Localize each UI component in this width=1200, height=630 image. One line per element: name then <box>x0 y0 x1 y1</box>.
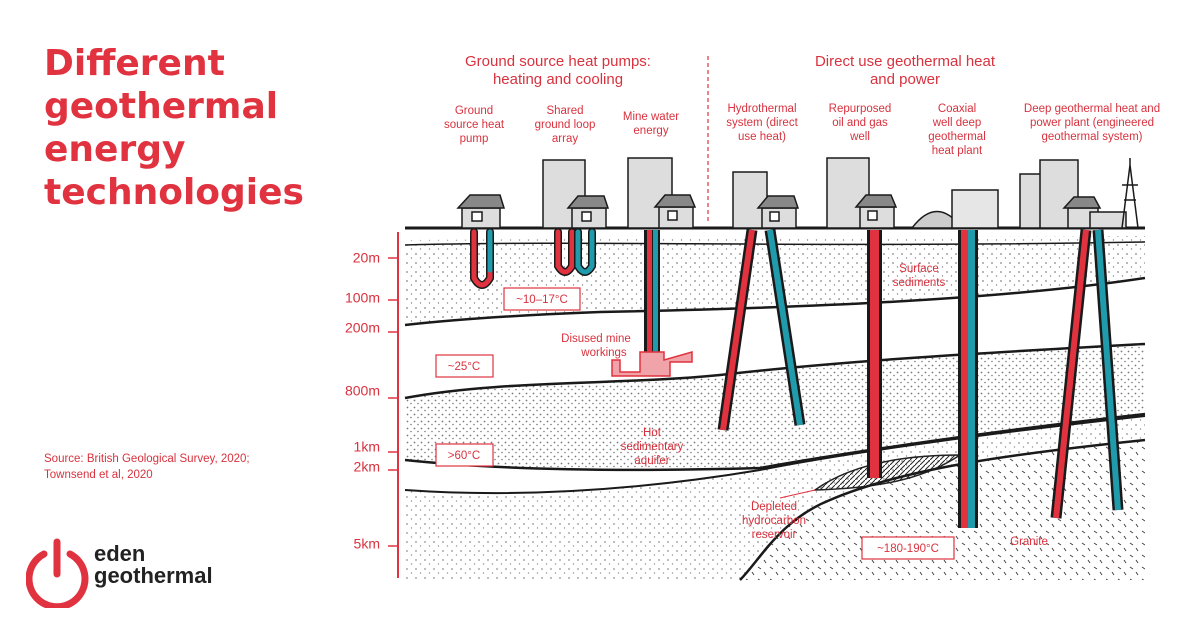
tech-label: Repurposed <box>829 103 892 115</box>
annotation-label: aquifer <box>634 455 669 467</box>
oil-gas-well <box>867 230 882 478</box>
title-line: energy <box>44 129 186 170</box>
tech-label: pump <box>460 133 489 145</box>
title-line: Different <box>44 43 225 84</box>
annotation-label: Depleted <box>751 501 797 513</box>
depth-label: 1km <box>354 439 380 455</box>
depth-label: 200m <box>345 320 380 336</box>
tech-label: geothermal <box>928 131 986 143</box>
house-icon <box>456 194 506 229</box>
tech-label: source heat <box>444 119 505 131</box>
brand-line: eden <box>94 541 146 566</box>
wells <box>717 229 1124 528</box>
tech-label: heat plant <box>932 145 983 157</box>
temp-box <box>861 536 955 560</box>
page-title: Different geothermal energy technologies <box>44 42 344 214</box>
pylon-icon <box>1121 158 1139 229</box>
temp-label: >60°C <box>448 450 480 462</box>
section-heading: Ground source heat pumps: <box>465 53 651 70</box>
temperature-boxes: ~10–17°C ~25°C >60°C ~180-190°C <box>435 287 955 560</box>
house-icon <box>653 194 697 229</box>
temp-box <box>435 443 494 467</box>
annotation-label: Disused mine <box>561 333 631 345</box>
buildings <box>456 157 1139 229</box>
temp-box <box>503 287 581 311</box>
annotation-label: hydrocarbon <box>742 515 806 527</box>
house-icon <box>756 195 800 229</box>
tech-label: oil and gas <box>832 117 888 129</box>
temp-box <box>435 354 494 378</box>
depth-label: 800m <box>345 383 380 399</box>
tech-label: geothermal system) <box>1042 131 1143 143</box>
depth-label: 5km <box>354 536 380 552</box>
section-heading: Direct use geothermal heat <box>815 53 996 70</box>
coaxial-well <box>958 230 978 528</box>
tech-label: energy <box>633 125 668 137</box>
brand-name: eden geothermal <box>94 543 213 587</box>
tech-label: Mine water <box>623 111 679 123</box>
house-icon <box>566 195 610 229</box>
tech-label: well <box>849 131 870 143</box>
section-heading: and power <box>870 71 940 88</box>
tech-label: array <box>552 133 578 145</box>
granite-layer <box>740 440 1145 580</box>
tech-label: Coaxial <box>938 103 976 115</box>
annotation-label: reservoir <box>752 529 797 541</box>
ground-loop-pipe <box>471 229 493 288</box>
annotation-label: workings <box>580 347 627 359</box>
hydrothermal-wells <box>717 229 806 431</box>
temp-label: ~10–17°C <box>516 294 568 306</box>
depth-label: 2km <box>354 459 380 475</box>
tech-label: Ground <box>455 105 493 117</box>
mine-workings <box>611 351 693 377</box>
tech-label: Deep geothermal heat and <box>1024 103 1160 115</box>
tech-label: system (direct <box>726 117 798 129</box>
annotation-label: sedimentary <box>621 441 684 453</box>
tech-label: use heat) <box>738 131 786 143</box>
annotation-label: Granite <box>1010 536 1048 548</box>
depth-axis: 20m 100m 200m 800m 1km 2km 5km <box>345 232 399 578</box>
tech-label: power plant (engineered <box>1030 117 1154 129</box>
tech-label: Hydrothermal <box>727 103 796 115</box>
depth-label: 100m <box>345 290 380 306</box>
dome-plant-icon <box>910 189 999 229</box>
house-icon <box>854 194 898 229</box>
annotation-label: Hot <box>643 427 662 439</box>
annotation-label: sediments <box>893 277 946 289</box>
tech-label: well deep <box>932 117 982 129</box>
power-logo-icon <box>26 538 89 608</box>
deep-egs-wells <box>1050 229 1124 519</box>
temp-label: ~25°C <box>448 361 480 373</box>
depth-label: 20m <box>353 250 380 266</box>
tech-label: ground loop <box>535 119 596 131</box>
source-note: Source: British Geological Survey, 2020;… <box>44 453 250 481</box>
temp-label: ~180-190°C <box>877 543 939 555</box>
section-heading: heating and cooling <box>493 71 623 88</box>
brand-line: geothermal <box>94 563 213 588</box>
ground-loops <box>470 228 596 289</box>
title-line: technologies <box>44 172 304 213</box>
mine-water-system <box>611 230 693 377</box>
title-line: geothermal <box>44 86 279 127</box>
annotations: Disused mine workings Hot sedimentary aq… <box>561 263 1048 548</box>
tech-label: Shared <box>546 105 583 117</box>
annotation-label: Surface <box>899 263 939 275</box>
factory-icon <box>1089 211 1127 229</box>
